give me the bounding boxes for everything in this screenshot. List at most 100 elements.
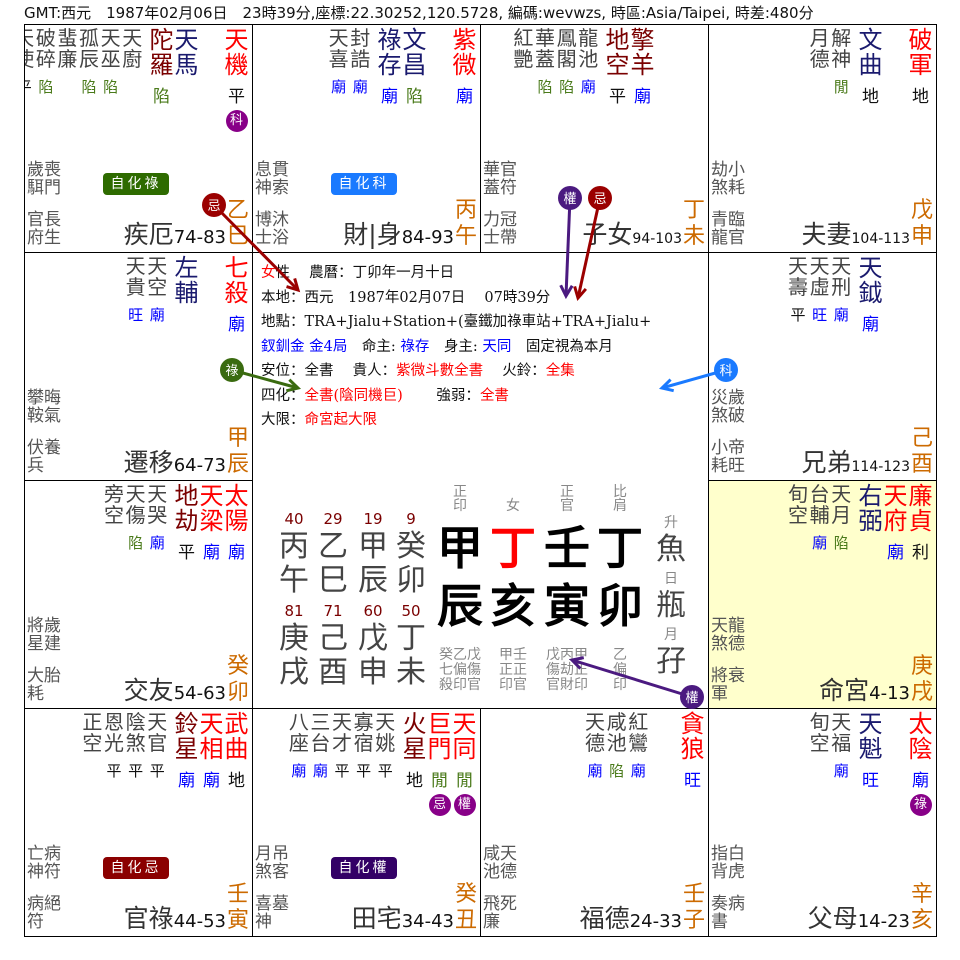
star-鈴星[interactable]: 鈴星廟 [174,712,199,792]
self-transform-badge[interactable]: 自化權 [331,857,397,879]
star-地空[interactable]: 地空平 [605,28,630,108]
star-天哭[interactable]: 天哭廟 [146,484,168,553]
star-天府[interactable]: 天府廟 [883,484,908,564]
star-貪狼[interactable]: 貪狼旺 [680,712,705,792]
ten-god: 女 [506,498,520,514]
star-天機[interactable]: 天機平科 [224,28,249,132]
star-天相[interactable]: 天相廟 [199,712,224,792]
star-八座[interactable]: 八座廟 [288,712,310,781]
star-廉貞[interactable]: 廉貞利 [908,484,933,564]
star-恩光[interactable]: 恩光平 [103,712,125,781]
star-巨門[interactable]: 巨門閒忌 [427,712,452,816]
star-天福[interactable]: 天福廟 [830,710,852,781]
star-破軍[interactable]: 破軍地 [908,28,933,108]
star-天鉞[interactable]: 天鉞廟 [858,256,883,336]
star-天馬[interactable]: 天馬 [174,28,199,107]
star-月德[interactable]: 月德 [809,28,831,96]
palace-name[interactable]: 兄弟 [801,448,852,477]
star-陰煞[interactable]: 陰煞平 [125,712,147,781]
star-蜚廉[interactable]: 蜚廉 [57,28,79,96]
star-天才[interactable]: 天才平 [331,712,353,781]
star-天月[interactable]: 天月陷 [830,484,852,553]
star-天魁[interactable]: 天魁旺 [858,712,883,792]
star-龍池[interactable]: 龍池廟 [577,28,599,97]
star-三台[interactable]: 三台廟 [310,712,332,781]
star-天虛[interactable]: 天虛旺 [809,256,831,325]
info-line: 地點：TRA+Jialu+Station+(臺鐵加祿車站+TRA+Jialu+ [261,310,651,331]
star-封誥[interactable]: 封誥廟 [349,28,371,97]
star-天德[interactable]: 天德廟 [584,712,606,781]
star-擎羊[interactable]: 擎羊廟 [630,28,655,108]
star-天傷[interactable]: 天傷陷 [125,484,147,553]
star-天刑[interactable]: 天刑廟 [830,256,852,325]
star-寡宿[interactable]: 寡宿平 [353,712,375,781]
star-天同[interactable]: 天同閒權 [452,712,477,816]
star-紅鸞[interactable]: 紅鸞廟 [627,712,649,781]
palace-田宅[interactable]: 天同閒權巨門閒忌火星地天姚平寡宿平天才平三台廟八座廟月吊 煞客喜墓 神自化權田宅… [252,708,481,937]
star-太陽[interactable]: 太陽廟 [224,484,249,564]
palace-name[interactable]: 命宮 [819,676,870,705]
palace-name[interactable]: 夫妻 [801,220,852,249]
star-破碎[interactable]: 破碎陷 [35,26,57,97]
self-transform-badge[interactable]: 自化忌 [103,857,169,879]
star-天空[interactable]: 天空廟 [146,256,168,325]
star-name: 天福 [831,710,852,755]
star-太陰[interactable]: 太陰廟祿 [908,712,933,816]
star-七殺[interactable]: 七殺廟 [224,256,249,336]
star-孤辰[interactable]: 孤辰陷 [78,28,100,97]
star-火星[interactable]: 火星地 [402,712,427,792]
star-天廚[interactable]: 天廚 [121,28,143,96]
star-旬空[interactable]: 旬空 [787,484,809,552]
star-天巫[interactable]: 天巫陷 [100,28,122,97]
star-解神[interactable]: 解神閒 [830,28,852,97]
palace-name[interactable]: 交友 [123,676,174,705]
palace-name[interactable]: 父母 [807,904,858,933]
age-range: 104-113 [851,231,911,247]
star-紅艷[interactable]: 紅艷 [513,28,535,96]
star-台輔[interactable]: 台輔廟 [809,484,831,553]
star-文曲[interactable]: 文曲地 [858,28,883,108]
palace-name[interactable]: 財|身 [343,220,402,249]
star-天姚[interactable]: 天姚平 [374,712,396,781]
self-transform-badge[interactable]: 自化科 [331,173,397,195]
star-陀羅[interactable]: 陀羅陷 [149,28,174,108]
star-天貴[interactable]: 天貴旺 [125,256,147,325]
palace-name[interactable]: 子女 [582,220,633,249]
self-transform-badge[interactable]: 自化祿 [103,173,169,195]
star-鳳閣[interactable]: 鳳閣陷 [556,28,578,97]
star-紫微[interactable]: 紫微廟 [452,28,477,108]
palace-name[interactable]: 福德 [579,904,630,933]
star-天壽[interactable]: 天壽平 [787,256,809,325]
star-旁空[interactable]: 旁空 [103,484,125,552]
palace-name[interactable]: 田宅 [351,904,402,933]
star-天梁[interactable]: 天梁廟 [199,484,224,564]
star-name: 破碎 [35,26,56,71]
star-天官[interactable]: 天官平 [146,712,168,781]
star-咸池[interactable]: 咸池陷 [606,712,628,781]
star-武曲[interactable]: 武曲地 [224,712,249,792]
palace-name[interactable]: 遷移 [123,448,174,477]
star-文昌[interactable]: 文昌陷 [402,28,427,108]
star-旬空[interactable]: 旬空 [809,712,831,780]
palace-name[interactable]: 官祿 [123,904,174,933]
star-右弼[interactable]: 右弼 [858,484,883,563]
star-左輔[interactable]: 左輔 [174,256,199,335]
star-正空[interactable]: 正空 [82,712,104,780]
palace-name[interactable]: 疾厄 [123,220,174,249]
star-地劫[interactable]: 地劫平 [174,484,199,564]
star-天使[interactable]: 天使平 [25,28,35,97]
star-天喜[interactable]: 天喜廟 [328,28,350,97]
star-祿存[interactable]: 祿存廟 [377,28,402,108]
star-華蓋[interactable]: 華蓋陷 [534,28,556,97]
